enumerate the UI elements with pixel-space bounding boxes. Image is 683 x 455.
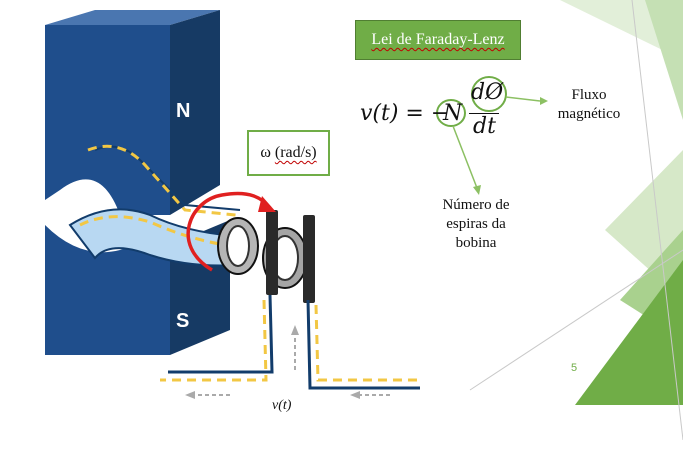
- brushes: [266, 210, 315, 303]
- field-dashes: [79, 144, 237, 248]
- output-circuit: [160, 294, 420, 399]
- equation-denominator: dt: [473, 114, 496, 139]
- decorative-corner-shapes: [469, 0, 683, 441]
- equation-lhs: v(t) = −: [360, 101, 450, 126]
- omega-unit: (rad/s): [274, 144, 317, 161]
- equation-highlights: [436, 76, 548, 195]
- slide-title: Lei de Faraday-Lenz: [355, 20, 521, 60]
- equation-factor-n: N: [443, 101, 463, 126]
- page-number: 5: [571, 362, 578, 374]
- flux-annotation: Fluxo magnético: [557, 87, 621, 122]
- south-pole-label: S: [176, 310, 190, 332]
- rotation-arrow: [186, 191, 276, 272]
- equation-numerator: dØ: [471, 80, 504, 105]
- north-pole-label: N: [176, 100, 191, 122]
- north-magnet: [45, 10, 220, 215]
- fraction-bar: [469, 113, 499, 114]
- slip-rings: [217, 217, 308, 289]
- output-voltage-label: v(t): [272, 398, 292, 413]
- angular-velocity-label: ω (rad/s): [247, 130, 330, 176]
- omega-symbol: ω: [260, 144, 271, 161]
- turns-annotation: Número de espiras da bobina: [442, 197, 510, 251]
